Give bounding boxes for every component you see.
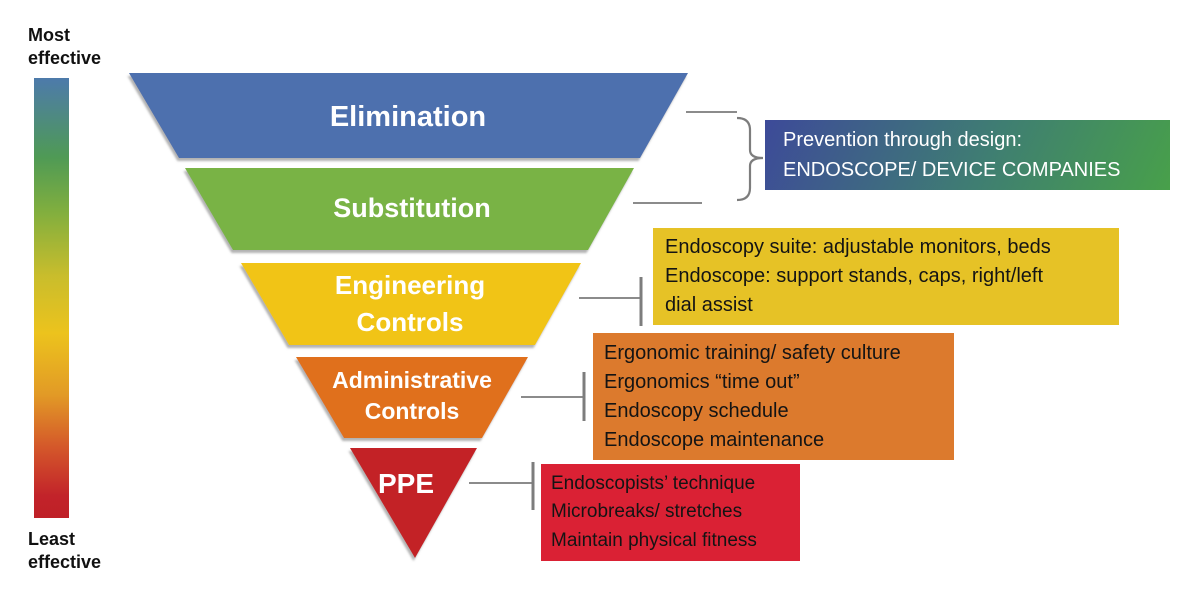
tier-administrative-controls (296, 357, 528, 438)
annotation-line: Prevention through design: (783, 129, 1023, 151)
annotation-line: Ergonomics “time out” (604, 370, 800, 393)
tier-label-substitution: Substitution (333, 193, 490, 223)
tier-label-elimination: Elimination (330, 101, 486, 133)
tier-label-engineering-line2: Controls (357, 307, 464, 337)
annotation-line: Endoscope: support stands, caps, right/l… (665, 265, 1043, 287)
annotation-line: Maintain physical fitness (551, 529, 757, 551)
tier-label-engineering-line1: Engineering (335, 270, 485, 300)
annotation-line: Microbreaks/ stretches (551, 501, 743, 523)
annotation-line: Endoscope maintenance (604, 428, 825, 451)
tier-ppe (350, 448, 477, 558)
annotation-box-ppe: Endoscopists’ technique Microbreaks/ str… (541, 464, 800, 561)
annotation-line: ENDOSCOPE/ DEVICE COMPANIES (783, 159, 1121, 181)
annotation-box-administrative: Ergonomic training/ safety culture Ergon… (593, 333, 954, 460)
effectiveness-gradient-bar (34, 78, 69, 518)
annotation-box-prevention: Prevention through design: ENDOSCOPE/ DE… (765, 120, 1170, 190)
bracket-prevention (736, 116, 764, 202)
most-effective-label: Most effective (28, 25, 102, 69)
annotation-line: Endoscopy schedule (604, 399, 789, 422)
tier-label-administrative-line2: Controls (365, 398, 460, 424)
tier-engineering-controls (241, 263, 581, 345)
tier-label-administrative-line1: Administrative (332, 367, 492, 393)
least-effective-label: Least effective (28, 529, 102, 573)
tier-elimination (129, 73, 688, 158)
tier-label-ppe: PPE (378, 468, 434, 499)
annotation-box-engineering: Endoscopy suite: adjustable monitors, be… (653, 228, 1119, 325)
annotation-line: Ergonomic training/ safety culture (604, 341, 901, 364)
tier-substitution (185, 168, 634, 250)
annotation-line: dial assist (665, 294, 753, 316)
annotation-line: Endoscopists’ technique (551, 472, 756, 494)
annotation-line: Endoscopy suite: adjustable monitors, be… (665, 236, 1051, 258)
